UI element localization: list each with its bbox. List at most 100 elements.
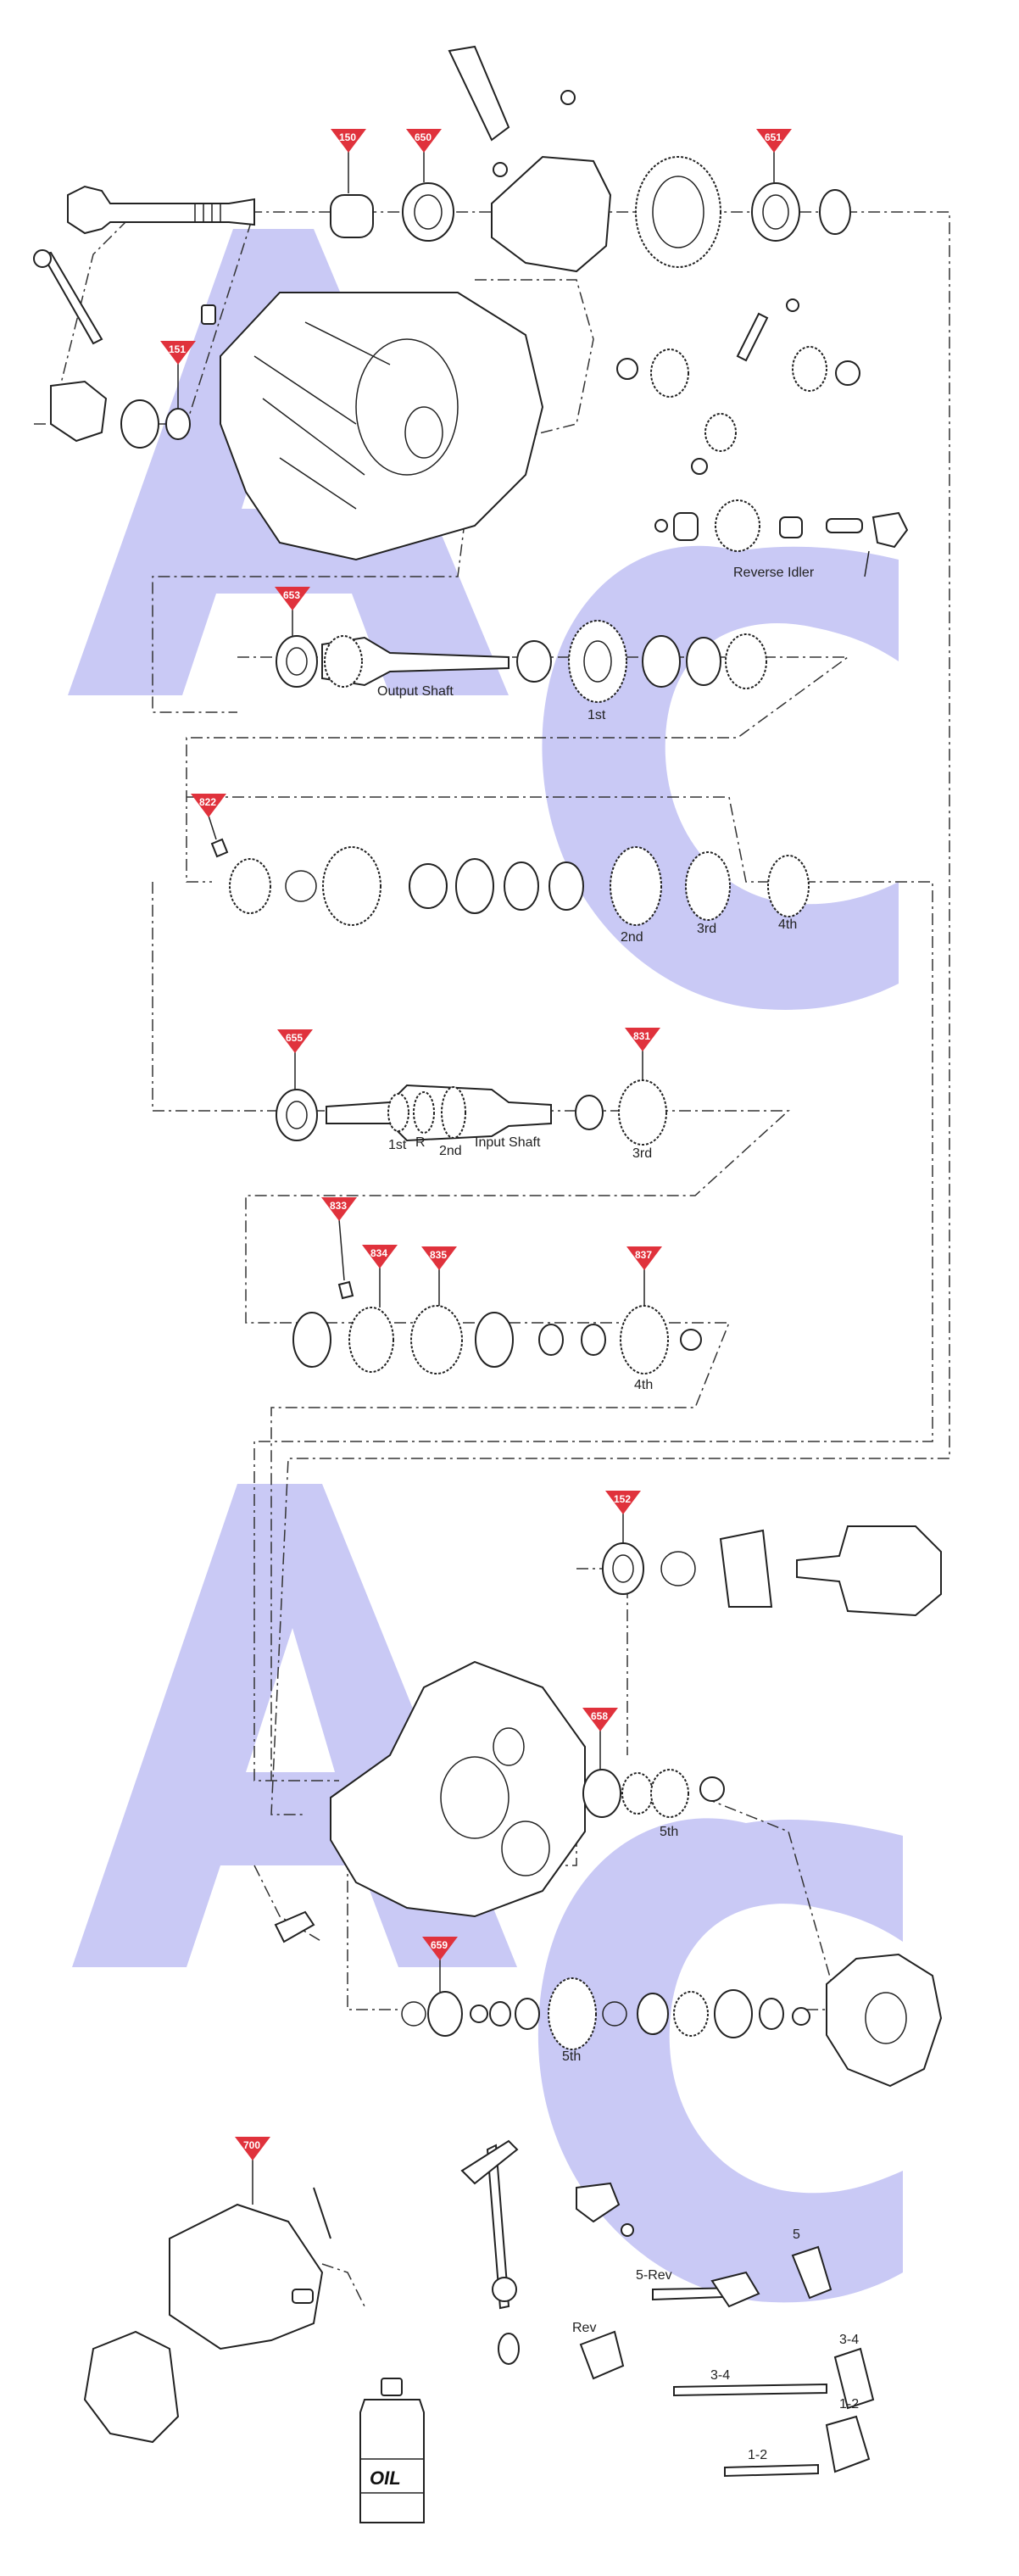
tag-822-text: 822	[199, 796, 216, 808]
assembly-line-12	[321, 2263, 365, 2307]
tag-151-marker	[160, 341, 196, 365]
washer-5th-b	[759, 1998, 784, 2030]
tag-655: 655	[277, 1029, 313, 1090]
input-shaft-row: 1st R 2nd Input Shaft 3rd	[276, 1079, 667, 1161]
synchro-hub-1-2	[725, 633, 767, 689]
input-gear-2nd	[441, 1086, 466, 1139]
label-1st-input: 1st	[388, 1138, 407, 1152]
label-rev: Rev	[572, 2321, 596, 2335]
label-3rd-output: 3rd	[697, 922, 716, 936]
tag-658-text: 658	[591, 1710, 608, 1722]
gear-2nd	[610, 846, 662, 926]
idler-washer	[654, 519, 668, 532]
tag-651-text: 651	[765, 131, 782, 143]
tag-150: 150	[331, 129, 366, 193]
tag-653: 653	[275, 587, 310, 636]
label-1-2-rail: 1-2	[748, 2448, 767, 2462]
side-gear-2	[792, 346, 827, 392]
label-5th-rear: 5th	[562, 2049, 581, 2064]
tag-659-marker	[422, 1937, 458, 1960]
clutch-housing-body	[220, 292, 544, 561]
tag-822-leader	[208, 815, 217, 840]
gear-row-2-4: 2nd 3rd 4th	[210, 838, 810, 945]
snap-ring-a	[285, 870, 317, 902]
tag-655-marker	[277, 1029, 313, 1053]
bearing-655-inner	[286, 1101, 308, 1129]
label-reverse-idler: Reverse Idler	[733, 566, 815, 580]
differential-case	[491, 155, 612, 273]
label-5th-case: 5th	[660, 1825, 678, 1839]
tag-835-text: 835	[430, 1249, 447, 1261]
washer-5th	[470, 2004, 488, 2023]
fork-1-2	[825, 2415, 871, 2473]
shift-boot	[492, 2277, 517, 2302]
tag-651-marker	[756, 129, 792, 153]
diff-washer-2	[835, 360, 860, 386]
synchro-hub-5th	[673, 1991, 709, 2037]
tag-835: 835	[421, 1246, 457, 1306]
bushing-4th	[581, 1324, 606, 1356]
label-2nd-output: 2nd	[621, 930, 643, 945]
input-gear-3rd	[618, 1079, 667, 1146]
label-r-input: R	[415, 1135, 426, 1150]
clutch-release-fork	[50, 380, 108, 443]
reverse-idler-gear	[715, 499, 760, 552]
watermark	[68, 229, 903, 2303]
input-shaft	[326, 1084, 552, 1142]
tag-837-text: 837	[635, 1249, 652, 1261]
tag-831: 831	[625, 1028, 660, 1080]
rear-output-group	[602, 1525, 942, 1617]
tag-650: 650	[406, 129, 442, 182]
tag-655-text: 655	[286, 1032, 303, 1044]
diff-bolt	[493, 162, 508, 177]
rail-3-4	[673, 2383, 827, 2397]
fifth-gear-row: 5th	[401, 1953, 943, 2088]
shift-lever-upper	[460, 2139, 519, 2185]
speedo-bolt	[560, 90, 576, 105]
tag-833-text: 833	[330, 1200, 347, 1212]
label-1st-output: 1st	[587, 708, 606, 722]
actuator-housing	[169, 2203, 324, 2350]
label-4th-input: 4th	[634, 1378, 653, 1392]
synchro-ring-4th	[475, 1312, 514, 1368]
label-output-shaft: Output Shaft	[377, 684, 454, 699]
label-5: 5	[793, 2228, 800, 2242]
label-5-rev: 5-Rev	[636, 2268, 672, 2283]
synchro-hub-a	[229, 858, 271, 914]
tag-822-marker	[191, 794, 226, 817]
needle-bearing-4th	[538, 1324, 564, 1356]
tag-834-text: 834	[370, 1247, 387, 1259]
synchro-hub-834	[348, 1307, 394, 1373]
output-shaft-row: Output Shaft 1st	[276, 620, 767, 722]
tag-700-marker	[235, 2137, 270, 2161]
actuator-cover	[83, 2330, 180, 2444]
oil-bottle: OIL	[359, 2378, 425, 2523]
tag-833: 833	[321, 1197, 357, 1281]
idler-bolt	[864, 550, 870, 577]
tag-653-marker	[275, 587, 310, 611]
housing-bore-1	[355, 338, 459, 476]
tag-151: 151	[160, 341, 196, 409]
diff-clip	[786, 298, 799, 312]
gear-3rd	[685, 851, 731, 921]
oil-bottle-label-band	[359, 2458, 425, 2494]
tag-833-leader	[338, 1218, 345, 1281]
input-gear-1st	[387, 1093, 409, 1132]
synchro-ring-2nd-b	[548, 861, 584, 911]
tag-837-marker	[626, 1246, 662, 1270]
interlock-bolt	[621, 2223, 634, 2237]
gear-1st-hub	[583, 640, 612, 683]
transmission-case: 5th	[274, 1660, 725, 1943]
tag-150-marker	[331, 129, 366, 153]
label-3-4-rail: 3-4	[710, 2368, 730, 2383]
assembly-line-11	[253, 1865, 323, 1943]
label-4th-output: 4th	[778, 917, 797, 932]
detent-spring-822	[210, 838, 229, 858]
diff-washer-3	[691, 458, 708, 475]
nut-5th	[699, 1776, 725, 1802]
synchro-sleeve-835	[410, 1305, 463, 1374]
nut-5th-b	[792, 2007, 810, 2026]
ring-gear	[635, 156, 721, 268]
assembly-line-5	[187, 796, 933, 1781]
